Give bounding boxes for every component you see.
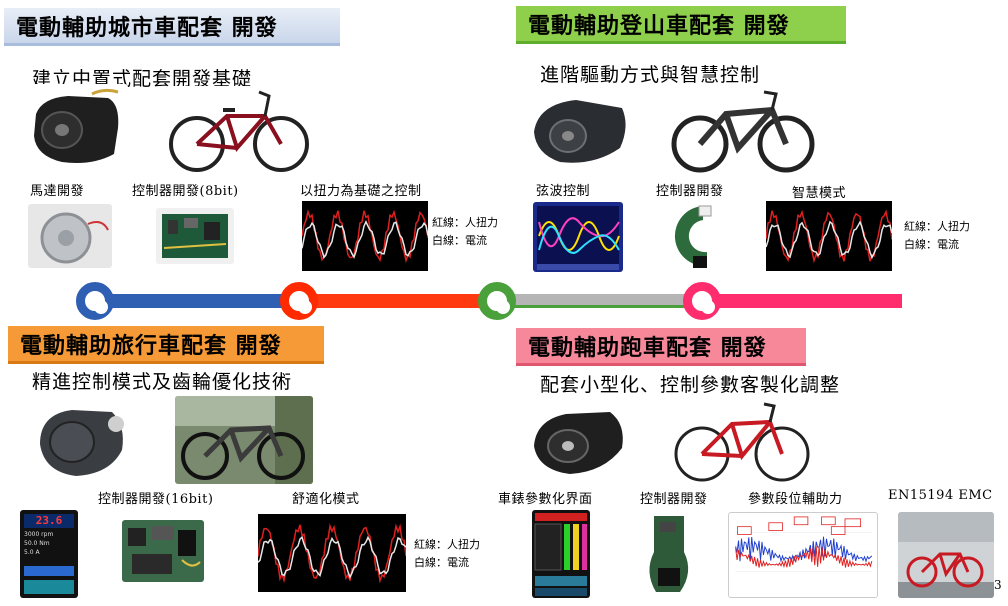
- page-number: 3: [994, 578, 1002, 592]
- sine-wave-scope-image: [533, 202, 623, 272]
- touring-subtitle: 精進控制模式及齒輪優化技術: [32, 371, 293, 393]
- smart-mode-label: 智慧模式: [792, 186, 847, 201]
- city-section-title: 電動輔助城市車配套 開發: [4, 8, 340, 46]
- legend-white-current: 白線：電流: [432, 234, 487, 247]
- mountain-section-title: 電動輔助登山車配套 開發: [516, 6, 846, 44]
- meter-interface-image: [532, 510, 590, 598]
- emc-test-chamber-image: [898, 512, 994, 598]
- controller-16bit-image: [122, 520, 204, 582]
- torque-current-waveform-city: [302, 201, 428, 271]
- display-row-torque: 50.0 Nm: [24, 540, 50, 547]
- comfort-mode-label: 舒適化模式: [292, 492, 360, 507]
- touring-bike-image: [175, 396, 313, 484]
- sport-motor-image: [526, 400, 630, 480]
- city-bike-image: [165, 86, 313, 174]
- sport-controller-image: [640, 512, 698, 596]
- speed-readout: 23.6: [24, 514, 74, 528]
- controller-board-image: [156, 208, 234, 264]
- controller-8bit-label: 控制器開發(8bit): [132, 184, 239, 199]
- motor-dev-label: 馬達開發: [30, 184, 85, 199]
- display-rows: 3000 rpm 50.0 Nm 5.0 A: [24, 530, 74, 557]
- timeline-node-touring: [478, 282, 516, 320]
- sport-controller-label: 控制器開發: [640, 492, 708, 507]
- legend-white-current: 白線：電流: [414, 556, 469, 569]
- timeline-segment-green: [498, 294, 704, 308]
- round-controller-board-image: [663, 200, 723, 272]
- city-legend: 紅線：人扭力 白線：電流: [432, 214, 498, 250]
- timeline-segment-blue: [96, 294, 302, 308]
- mountain-controller-label: 控制器開發: [656, 184, 724, 199]
- assist-level-chart-image: [728, 512, 878, 598]
- emc-label: EN15194 EMC: [888, 488, 993, 503]
- controller-16bit-label: 控制器開發(16bit): [98, 492, 214, 507]
- mid-drive-motor-image: [22, 84, 128, 170]
- hub-motor-image: [28, 204, 112, 268]
- bike-computer-display: 23.6 3000 rpm 50.0 Nm 5.0 A: [20, 510, 78, 598]
- touring-legend: 紅線：人扭力 白線：電流: [414, 536, 480, 572]
- meter-interface-label: 車錶參數化界面: [498, 492, 593, 507]
- mountain-subtitle: 進階驅動方式與智慧控制: [540, 64, 761, 86]
- touring-motor-image: [30, 400, 130, 482]
- legend-white-current: 白線：電流: [904, 238, 959, 251]
- sport-subtitle: 配套小型化、控制參數客製化調整: [540, 374, 841, 396]
- display-mode-button: [24, 566, 74, 576]
- mountain-legend: 紅線：人扭力 白線：電流: [904, 218, 970, 254]
- display-row-rpm: 3000 rpm: [24, 531, 54, 538]
- timeline-node-mountain: [280, 282, 318, 320]
- timeline-node-sport: [683, 282, 721, 320]
- legend-red-torque: 紅線：人扭力: [432, 216, 498, 229]
- sport-bike-image: [672, 396, 812, 484]
- mountain-motor-image: [524, 92, 634, 168]
- mountain-bike-image: [668, 88, 816, 174]
- timeline-segment-red: [300, 294, 500, 308]
- torque-control-label: 以扭力為基礎之控制: [300, 184, 422, 199]
- timeline-segment-pink: [702, 294, 902, 308]
- display-row-current: 5.0 A: [24, 549, 40, 556]
- touring-section-title: 電動輔助旅行車配套 開發: [8, 326, 324, 364]
- sine-control-label: 弦波控制: [536, 184, 591, 199]
- torque-current-waveform-mountain: [766, 201, 892, 271]
- legend-red-torque: 紅線：人扭力: [414, 538, 480, 551]
- assist-level-label: 參數段位輔助力: [748, 492, 843, 507]
- display-nav-arrows: [24, 580, 74, 594]
- legend-red-torque: 紅線：人扭力: [904, 220, 970, 233]
- timeline-node-city: [76, 282, 114, 320]
- torque-current-waveform-touring: [258, 514, 406, 592]
- sport-section-title: 電動輔助跑車配套 開發: [516, 328, 806, 366]
